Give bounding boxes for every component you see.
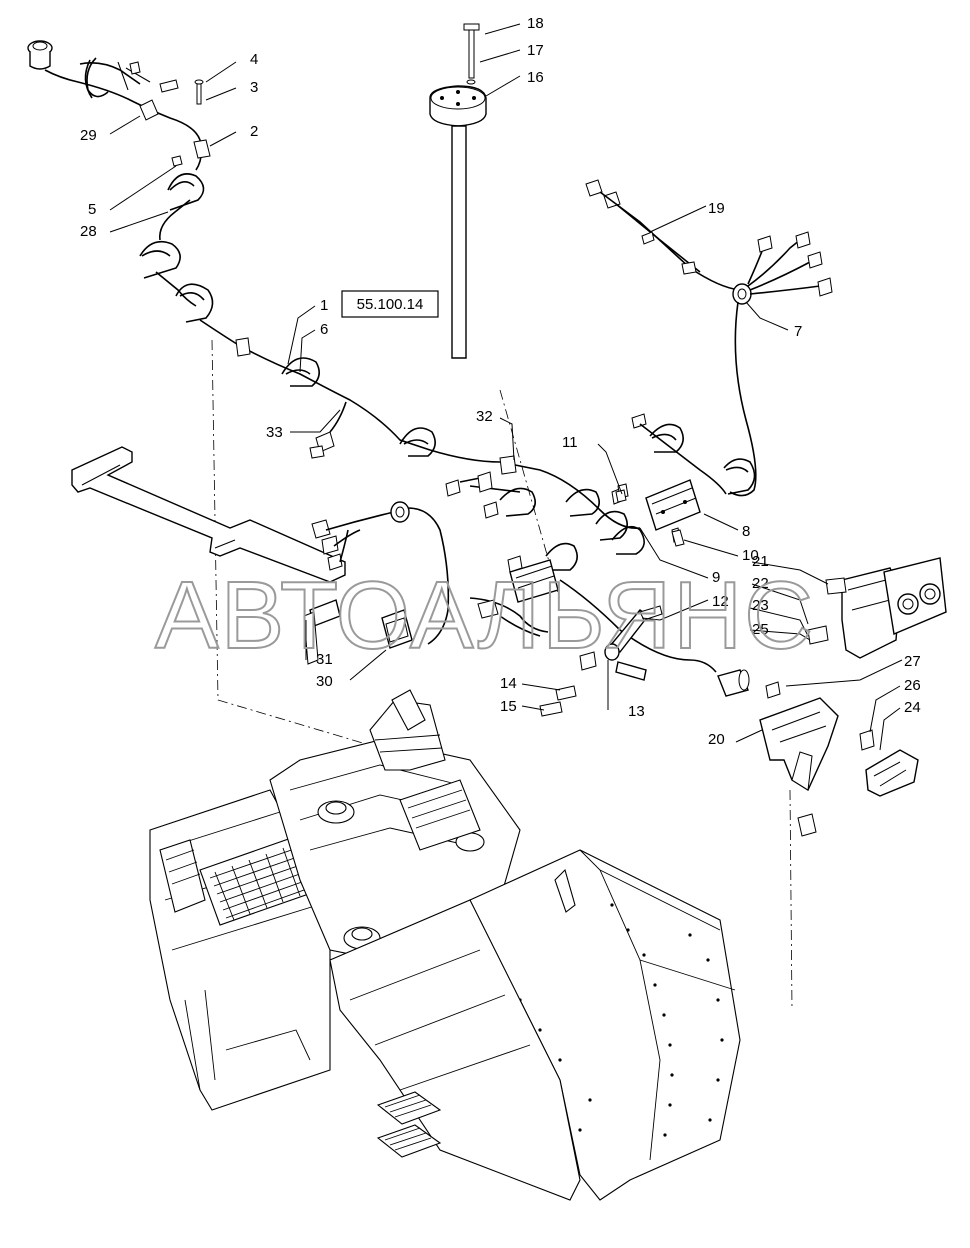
callout-25: 25: [752, 621, 769, 638]
callout-33: 33: [266, 424, 283, 441]
callout-29: 29: [80, 127, 97, 144]
fender-bolt-holes: [518, 903, 724, 1137]
callout-12: 12: [712, 593, 729, 610]
callout-16: 16: [527, 69, 544, 86]
callout-4: 4: [250, 51, 258, 68]
tractor-cab-floor-assembly: [149, 339, 793, 1201]
watermark-text: АВТОАЛЬЯНС: [155, 562, 815, 669]
callout-24: 24: [904, 699, 921, 716]
callout-8: 8: [742, 523, 750, 540]
bolt-10-11: [615, 489, 685, 547]
callout-9: 9: [712, 569, 720, 586]
console-grille: [199, 834, 321, 926]
switch-bracket: [617, 479, 701, 543]
callout-1: 1: [320, 297, 328, 314]
callout-13: 13: [628, 703, 645, 720]
instrument-bracket-plate: [807, 557, 947, 659]
callout-26: 26: [904, 677, 921, 694]
callout-14: 14: [500, 675, 517, 692]
callout-22: 22: [752, 575, 769, 592]
left-grommet-harness: [303, 501, 450, 665]
callout-17: 17: [527, 42, 544, 59]
callout-labels: 18 17 16 4 3 2 29 5 28 1 6 19 7 33 32 11…: [80, 15, 921, 748]
main-wiring-harness: [27, 40, 717, 673]
callout-10: 10: [742, 547, 759, 564]
bolt-14-15: [539, 685, 577, 717]
callout-11: 11: [562, 434, 578, 451]
callout-27-label: 27: [904, 653, 921, 670]
callout-23: 23: [752, 597, 769, 614]
callout-5: 5: [88, 201, 96, 218]
callout-7: 7: [794, 323, 802, 340]
callout-19: 19: [708, 200, 725, 217]
callout-21-label: 21: [752, 553, 769, 570]
t-cover-plate: [71, 446, 346, 583]
callout-18: 18: [527, 15, 544, 32]
middle-switch-bracket: [477, 559, 559, 619]
lever-sensor: [579, 605, 663, 681]
callout-2: 2: [250, 123, 258, 140]
callout-6: 6: [320, 321, 328, 338]
reference-box-label: 55.100.14: [357, 296, 424, 313]
gauge-harness: [585, 179, 833, 497]
sensor-rod-assembly: [429, 23, 487, 359]
cylinder-connector: [717, 669, 750, 697]
callout-31: 31: [316, 651, 333, 668]
callout-3: 3: [250, 79, 258, 96]
callout-15: 15: [500, 698, 517, 715]
foot-pedals: [376, 1091, 442, 1158]
leader-lines: [109, 23, 903, 751]
callout-32: 32: [476, 408, 493, 425]
callout-28: 28: [80, 223, 97, 240]
callout-20: 20: [708, 731, 725, 748]
callout-30: 30: [316, 673, 333, 690]
switch-mount-bracket: [759, 681, 919, 837]
top-fasteners: [171, 79, 204, 167]
reference-box[interactable]: 55.100.14: [341, 290, 439, 318]
